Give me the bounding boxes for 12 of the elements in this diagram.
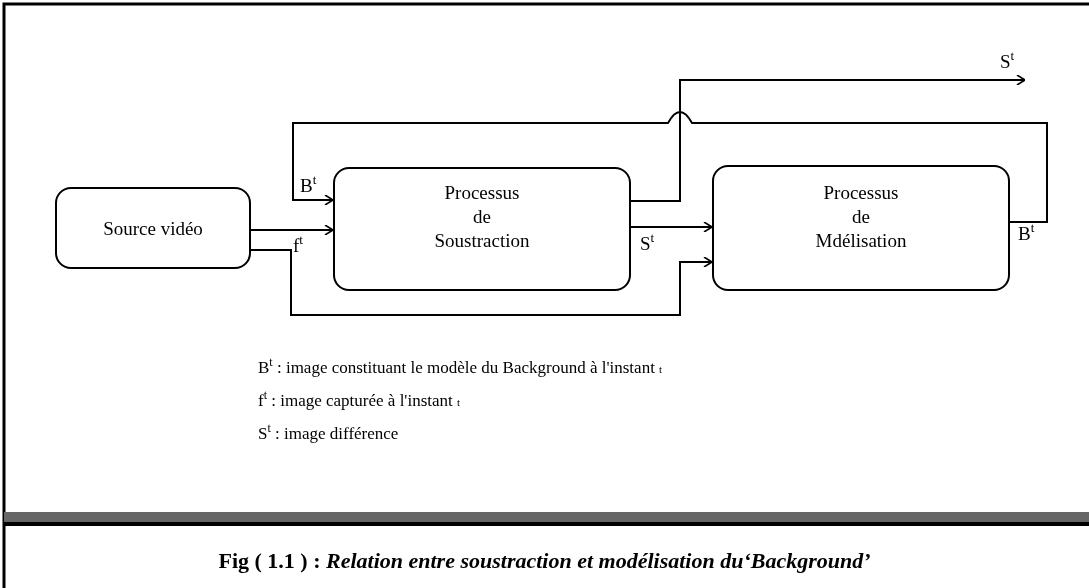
process-box (55, 187, 251, 269)
box-label: Source vidéo (102, 217, 204, 241)
box-label: Processus de Mdélisation (815, 181, 907, 253)
process-box (333, 167, 631, 291)
figure-caption: Fig ( 1.1 ) : Relation entre soustraction et modélisation du‘Background’ (217, 548, 872, 574)
process-box (712, 165, 1010, 291)
arrow (630, 74, 1026, 202)
arrow (250, 224, 334, 236)
arrow (292, 111, 1048, 223)
arrow (630, 221, 713, 233)
box-label: Processus de Soustraction (434, 181, 530, 253)
legend-note: S$^{t}$ : image différence (258, 424, 399, 444)
